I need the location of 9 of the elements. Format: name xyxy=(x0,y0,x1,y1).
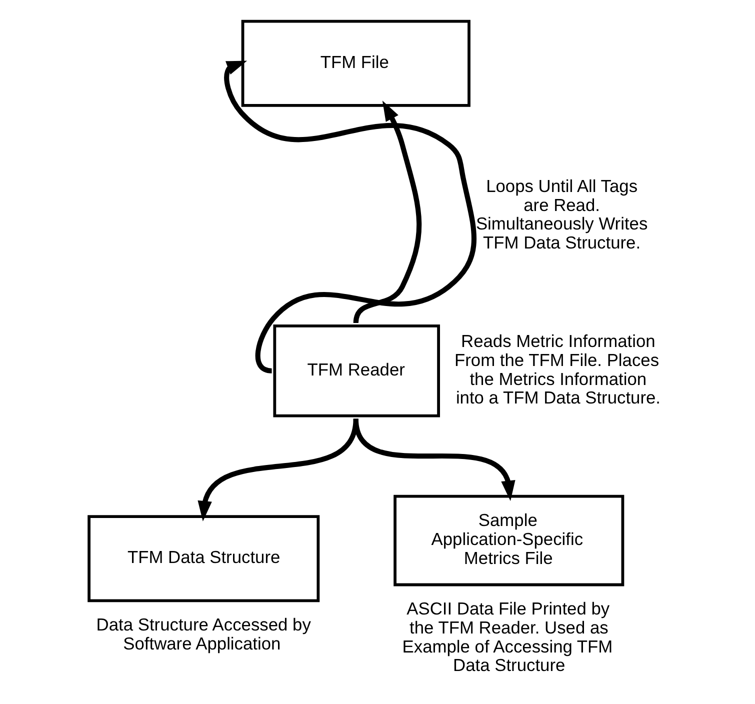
edge-label: Loops Until All Tags are Read. Simultaneously Writes TFM Data Structure. xyxy=(475,176,648,252)
node-box: TFM Reader xyxy=(272,324,440,418)
node-label: Data Structure Accessed by Software Application xyxy=(96,614,310,654)
arrow xyxy=(352,418,515,502)
node-box: TFM Data Structure xyxy=(87,515,320,602)
node-box: TFM File xyxy=(240,20,470,107)
node-label: ASCII Data File Printed by the TFM Reader. Used as Example of Accessing TFM Data Structure xyxy=(402,598,612,676)
node-box: Sample Application-Specific Metrics File xyxy=(393,494,624,586)
node-label: Reads Metric Information From the TFM File. Places the Metrics Information into a TFM Data Structure. xyxy=(454,331,660,408)
